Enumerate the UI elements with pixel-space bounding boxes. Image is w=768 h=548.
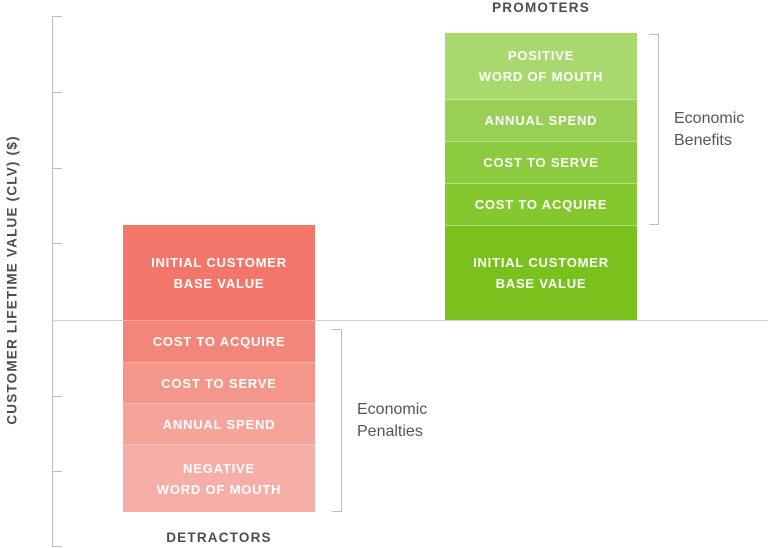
- zero-baseline: [52, 320, 768, 321]
- y-axis-tick: [52, 546, 62, 547]
- y-axis-tick: [52, 168, 62, 169]
- detractors-bar: INITIAL CUSTOMER BASE VALUE COST TO ACQUI…: [123, 225, 315, 512]
- economic-benefits-label: Economic Benefits: [674, 108, 744, 152]
- y-axis-tick: [52, 16, 62, 17]
- y-axis-tick: [52, 396, 62, 397]
- segment-label-line: COST TO ACQUIRE: [152, 334, 286, 349]
- y-axis-label-text: CUSTOMER LIFETIME VALUE (CLV) ($): [4, 135, 20, 425]
- detractor-segment-annual-spend: ANNUAL SPEND: [123, 404, 315, 445]
- y-axis-tick: [52, 92, 62, 93]
- economic-benefits-bracket: [649, 34, 659, 225]
- economic-penalties-label: Economic Penalties: [357, 399, 427, 443]
- detractor-segment-cost-to-serve: COST TO SERVE: [123, 363, 315, 404]
- segment-label-line: BASE VALUE: [495, 276, 587, 291]
- bracket-label-line: Benefits: [674, 132, 732, 149]
- bracket-label-line: Economic: [357, 401, 428, 418]
- detractors-label: DETRACTORS: [166, 530, 272, 545]
- segment-label-line: BASE VALUE: [173, 275, 265, 291]
- promoter-segment-cost-to-serve: COST TO SERVE: [445, 142, 637, 184]
- segment-label-line: COST TO ACQUIRE: [474, 197, 608, 212]
- segment-label-line: INITIAL CUSTOMER: [151, 254, 287, 270]
- segment-label-line: ANNUAL SPEND: [484, 113, 598, 128]
- y-axis-tick: [52, 471, 62, 472]
- segment-label-line: WORD OF MOUTH: [156, 481, 282, 497]
- bracket-label-line: Penalties: [357, 423, 423, 440]
- promoters-label: PROMOTERS: [492, 0, 590, 15]
- y-axis-tick: [52, 243, 62, 244]
- segment-label-line: COST TO SERVE: [161, 375, 277, 391]
- segment-label-line: WORD OF MOUTH: [478, 69, 604, 84]
- y-axis-line: [52, 16, 53, 547]
- detractor-segment-word-of-mouth: NEGATIVE WORD OF MOUTH: [123, 445, 315, 512]
- segment-label-line: ANNUAL SPEND: [162, 416, 276, 432]
- detractor-segment-initial-base-value: INITIAL CUSTOMER BASE VALUE: [123, 225, 315, 321]
- promoters-bar: POSITIVE WORD OF MOUTH ANNUAL SPEND COST …: [445, 33, 637, 320]
- economic-penalties-bracket: [332, 329, 342, 512]
- segment-label-line: INITIAL CUSTOMER: [473, 255, 609, 270]
- segment-label-line: POSITIVE: [507, 48, 575, 63]
- promoter-segment-word-of-mouth: POSITIVE WORD OF MOUTH: [445, 33, 637, 100]
- bracket-label-line: Economic: [674, 110, 745, 127]
- detractor-segment-cost-to-acquire: COST TO ACQUIRE: [123, 321, 315, 363]
- promoter-segment-annual-spend: ANNUAL SPEND: [445, 100, 637, 142]
- promoter-segment-cost-to-acquire: COST TO ACQUIRE: [445, 184, 637, 226]
- promoter-segment-initial-base-value: INITIAL CUSTOMER BASE VALUE: [445, 226, 637, 320]
- segment-label-line: COST TO SERVE: [483, 155, 599, 170]
- segment-label-line: NEGATIVE: [183, 460, 255, 476]
